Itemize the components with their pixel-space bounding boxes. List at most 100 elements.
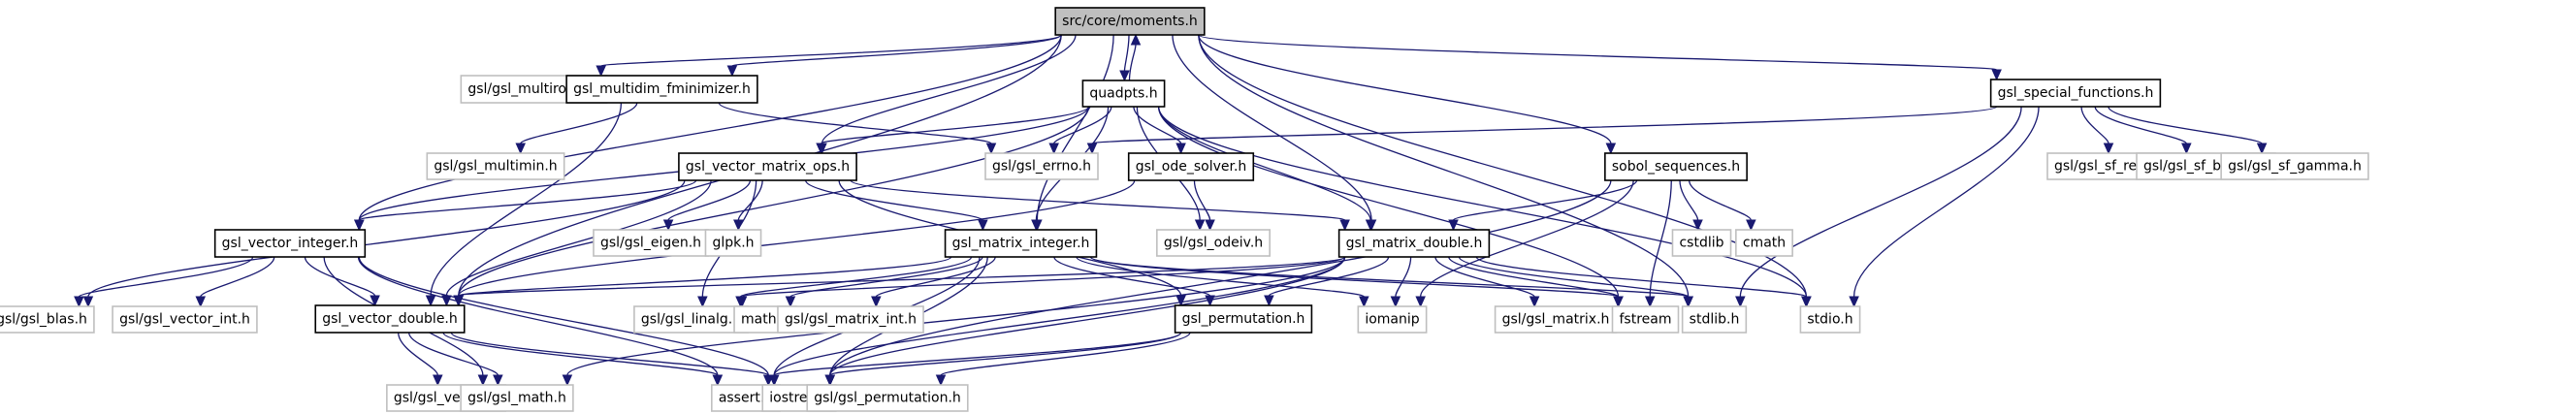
node-vmops[interactable]: gsl_vector_matrix_ops.h [678, 152, 857, 181]
edge-mdbl-to-gslmatrix [1434, 256, 1540, 308]
node-moments[interactable]: src/core/moments.h [1054, 7, 1206, 36]
node-box [1989, 79, 2162, 108]
arrowhead-icon [768, 374, 780, 387]
node-ode[interactable]: gsl_ode_solver.h [1127, 152, 1255, 181]
edge-line [1089, 256, 1690, 298]
edge-line [1448, 256, 1620, 298]
edge-sobol-to-mdbl [1448, 179, 1638, 232]
edge-special-to-sfgamma [2108, 106, 2268, 155]
node-box [0, 305, 95, 334]
arrowhead-icon [978, 219, 988, 232]
edge-line [1198, 34, 1998, 71]
arrowhead-icon [1175, 143, 1186, 155]
arrowhead-icon [1031, 219, 1042, 232]
arrowhead-icon [1801, 296, 1812, 308]
node-special[interactable]: gsl_special_functions.h [1989, 79, 2162, 108]
edge-special-to-sfbessel [2094, 106, 2192, 155]
node-label: src/core/moments.h [1062, 14, 1198, 29]
edge-vint-to-vecint [195, 256, 275, 308]
edge-line [520, 102, 638, 144]
node-box [1611, 305, 1680, 334]
arrowhead-icon [1339, 219, 1350, 232]
edge-moments-to-fmin [726, 34, 1062, 78]
arrowhead-icon [425, 295, 436, 307]
node-multimin: gsl/gsl_multimin.h [426, 152, 565, 180]
node-box [213, 229, 367, 258]
edge-line [829, 179, 1612, 376]
edge-vdbl-to-gslmath [408, 332, 503, 387]
edge-line [829, 332, 1182, 376]
node-label: gsl/gsl_sf_gamma.h [2228, 159, 2362, 175]
node-box [314, 304, 466, 334]
node-mint[interactable]: gsl_matrix_integer.h [944, 229, 1098, 258]
node-perm[interactable]: gsl_permutation.h [1174, 304, 1313, 334]
edge-line [1458, 256, 1690, 298]
node-mdbl[interactable]: gsl_matrix_double.h [1337, 229, 1491, 258]
edge-special-to-errno [1086, 106, 1998, 155]
arrowhead-icon [493, 374, 503, 387]
edge-line [458, 256, 952, 297]
edge-line [1157, 106, 1371, 221]
node-label: gsl/gsl_errno.h [992, 159, 1091, 175]
node-label: gsl/gsl_matrix.h [1502, 312, 1610, 328]
node-stdio: stdio.h [1799, 305, 1861, 334]
node-box [1671, 229, 1732, 257]
edge-sobol-to-cstdlib [1679, 179, 1703, 232]
edge-line [1452, 179, 1638, 221]
edge-mint-to-mathh [785, 256, 983, 308]
arrowhead-icon [1683, 296, 1693, 308]
arrowhead-icon [354, 219, 365, 232]
arrowhead-icon [1529, 296, 1540, 308]
node-vdbl[interactable]: gsl_vector_double.h [314, 304, 466, 334]
node-label: gsl_special_functions.h [1998, 85, 2154, 101]
node-label: assert.h [719, 391, 773, 406]
node-iomanip: iomanip [1357, 305, 1428, 334]
edge-mdbl-to-iomanip [1390, 256, 1412, 308]
edge-line [600, 34, 1062, 67]
edge-line [820, 106, 1090, 144]
edge-mint-to-matint [871, 256, 996, 308]
edge-line [1649, 179, 1672, 298]
arrowhead-icon [1264, 295, 1274, 307]
arrowhead-icon [1415, 296, 1426, 308]
edge-line [739, 256, 973, 298]
edge-line [358, 256, 769, 376]
arrowhead-icon [985, 143, 997, 155]
edge-mdbl-to-linalg [736, 256, 1346, 308]
node-label: gsl_vector_integer.h [222, 236, 359, 251]
node-label: gsl/gsl_linalg.h [641, 312, 741, 328]
arrowhead-icon [1194, 219, 1206, 232]
edge-line [450, 332, 769, 376]
node-fmin[interactable]: gsl_multidim_fminimizer.h [565, 75, 758, 104]
node-box [1357, 305, 1428, 334]
arrowhead-icon [2181, 143, 2192, 155]
node-sobol[interactable]: sobol_sequences.h [1604, 152, 1748, 181]
edge-vmops-to-blas [82, 179, 686, 308]
edge-line [1395, 256, 1412, 298]
edge-line [821, 34, 1077, 144]
node-vint[interactable]: gsl_vector_integer.h [213, 229, 367, 258]
node-box [426, 152, 565, 180]
edge-quadpts-to-mdbl [1157, 106, 1376, 232]
edge-line [458, 256, 1346, 297]
edge-quadpts-to-errno [1048, 106, 1112, 155]
node-label: glpk.h [712, 236, 754, 251]
edge-vmops-to-mdbl [850, 179, 1350, 232]
edge-mdbl-to-gslmath [562, 256, 1346, 387]
edge-line [875, 256, 996, 298]
edge-line [357, 256, 719, 376]
arrowhead-icon [1205, 219, 1215, 232]
node-eigen: gsl/gsl_eigen.h [593, 229, 709, 257]
node-box [1156, 229, 1271, 257]
node-label: iomanip [1365, 312, 1419, 328]
edge-line [200, 256, 275, 298]
node-box [704, 229, 762, 257]
arrowhead-icon [82, 296, 94, 308]
node-box [1081, 80, 1166, 108]
node-quadpts[interactable]: quadpts.h [1081, 80, 1166, 108]
edge-line [1076, 256, 1365, 298]
node-box [2220, 152, 2369, 180]
edge-moments-to-multiroots [596, 34, 1062, 78]
node-errno: gsl/gsl_errno.h [984, 152, 1099, 180]
arrowhead-icon [1365, 219, 1376, 232]
